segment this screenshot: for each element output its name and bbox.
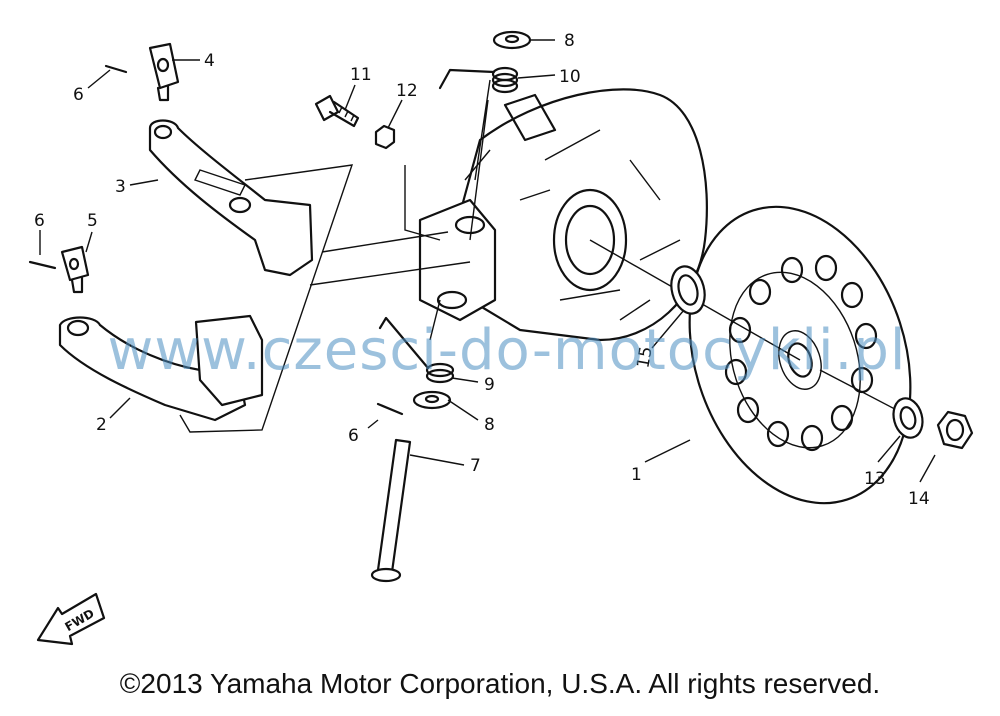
pin-5 xyxy=(28,245,90,294)
brake-housing xyxy=(418,88,708,342)
callout-9: 9 xyxy=(484,375,495,395)
callout-labels: 1 2 3 4 5 6 6 6 7 8 8 9 10 11 12 13 14 1… xyxy=(34,31,930,509)
leader-lines xyxy=(39,39,936,483)
pin-4 xyxy=(104,42,180,102)
callout-6-top: 6 xyxy=(73,85,84,105)
callout-12: 12 xyxy=(396,81,418,101)
callout-1: 1 xyxy=(631,465,642,485)
callout-11: 11 xyxy=(350,65,372,85)
caliper-arm-lower xyxy=(58,314,264,422)
washer-8-top xyxy=(492,30,532,50)
nut-12 xyxy=(374,124,396,150)
callout-13: 13 xyxy=(864,469,886,489)
callout-2: 2 xyxy=(96,415,107,435)
callout-8-top: 8 xyxy=(564,31,575,51)
callout-14: 14 xyxy=(908,489,930,509)
washer-15 xyxy=(670,265,706,315)
callout-4: 4 xyxy=(204,51,215,71)
washer-8-bottom xyxy=(412,390,452,410)
callout-6-bottom: 6 xyxy=(348,426,359,446)
callout-5: 5 xyxy=(87,211,98,231)
fwd-arrow: FWD xyxy=(36,592,106,646)
spring-9 xyxy=(378,316,455,384)
copyright-notice: ©2013 Yamaha Motor Corporation, U.S.A. A… xyxy=(119,668,881,699)
callout-10: 10 xyxy=(559,67,581,87)
disc-holes xyxy=(724,254,878,452)
nut-14 xyxy=(936,410,974,450)
callout-8-bottom: 8 xyxy=(484,415,495,435)
spring-10 xyxy=(438,66,519,94)
pivot-pin-7 xyxy=(370,438,412,583)
washer-13 xyxy=(892,397,924,439)
callout-6-left: 6 xyxy=(34,211,45,231)
caliper-arm-upper xyxy=(148,119,314,277)
bolt-11 xyxy=(314,94,360,128)
brake-disc xyxy=(688,205,912,505)
callout-3: 3 xyxy=(115,177,126,197)
callout-15: 15 xyxy=(633,345,656,370)
cotter-pin-6-bottom xyxy=(376,402,404,416)
callout-7: 7 xyxy=(470,456,481,476)
